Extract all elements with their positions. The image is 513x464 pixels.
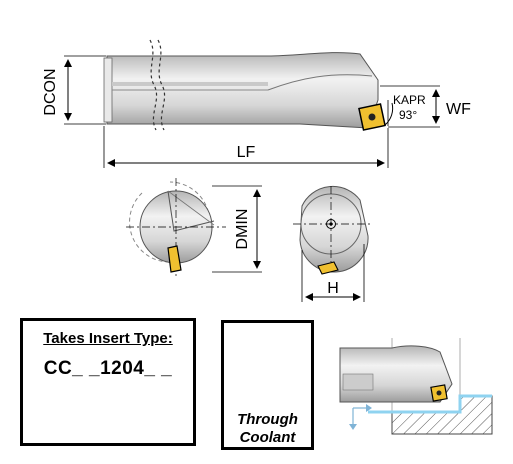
insert-application-icon bbox=[430, 384, 448, 402]
insert-type-panel: Takes Insert Type: CC_ _1204_ _ bbox=[20, 318, 196, 446]
wf-label: WF bbox=[446, 101, 471, 118]
coolant-label-line2: Coolant bbox=[239, 429, 296, 446]
through-coolant-panel: Through Coolant bbox=[221, 320, 314, 450]
end-view-h bbox=[293, 185, 370, 302]
lf-label: LF bbox=[237, 144, 256, 161]
insert-end-icon bbox=[317, 261, 339, 275]
insert-type-code: CC_ _1204_ _ bbox=[43, 358, 173, 379]
dcon-label: DCON bbox=[42, 68, 59, 115]
front-view-dmin bbox=[126, 178, 262, 276]
insert-side-icon bbox=[358, 103, 386, 131]
dmin-label: DMIN bbox=[234, 209, 251, 250]
application-illustration bbox=[339, 338, 493, 435]
side-view bbox=[64, 39, 440, 168]
h-label: H bbox=[327, 280, 339, 297]
insert-type-title: Takes Insert Type: bbox=[43, 330, 173, 347]
insert-front-icon bbox=[167, 245, 182, 273]
kapr-angle-label: 93° bbox=[399, 108, 417, 122]
coolant-label-line1: Through bbox=[237, 411, 298, 428]
kapr-label: KAPR bbox=[393, 93, 426, 107]
feed-direction-icon bbox=[349, 404, 372, 430]
break-line bbox=[149, 39, 158, 131]
bar-end-cap bbox=[103, 57, 113, 123]
